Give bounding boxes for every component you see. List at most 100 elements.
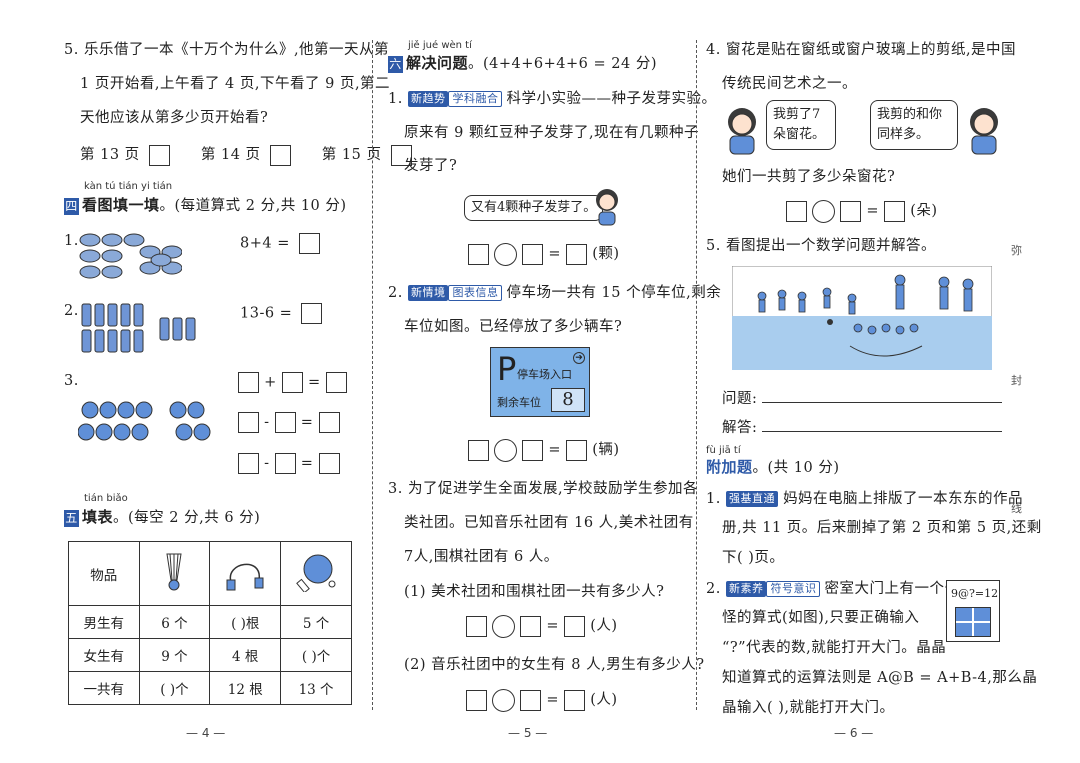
left-speech-bubble: 我剪了7朵窗花。 bbox=[766, 100, 836, 150]
extra-header: 附加题。(共 10 分) bbox=[706, 456, 840, 477]
operator-circle[interactable] bbox=[812, 199, 836, 223]
answer-box[interactable] bbox=[468, 243, 489, 265]
answer-box[interactable] bbox=[520, 615, 542, 637]
answer-box[interactable] bbox=[238, 453, 259, 474]
unit-label: (辆) bbox=[592, 442, 620, 458]
equals-sign: = bbox=[300, 414, 314, 431]
sec5-title: 填表 bbox=[82, 508, 114, 526]
jumprope-cell bbox=[209, 541, 282, 606]
answer-box[interactable] bbox=[281, 372, 303, 393]
q5-line2: 1 页开始看,上午看了 4 页,下午看了 9 页,第二 bbox=[80, 76, 391, 92]
page-4-column: 5. 乐乐借了一本《十万个为什么》,他第一天从第 1 页开始看,上午看了 4 页… bbox=[0, 0, 412, 763]
sec4-pinyin: kàn tú tián yi tián bbox=[84, 181, 173, 192]
operator-circle[interactable] bbox=[494, 242, 518, 266]
answer-box[interactable] bbox=[148, 144, 170, 166]
bread-illustration bbox=[79, 233, 182, 279]
subject-badge: 学科融合 bbox=[448, 91, 503, 107]
page-number-5: — 5 — bbox=[508, 726, 548, 740]
answer-box[interactable] bbox=[318, 412, 340, 433]
pingpong-cell bbox=[280, 541, 352, 606]
answer-box[interactable] bbox=[269, 144, 291, 166]
jump-rope-icon bbox=[226, 563, 264, 590]
answer-box[interactable] bbox=[884, 200, 906, 222]
column-divider bbox=[372, 40, 373, 710]
bottle-illustration bbox=[81, 303, 196, 353]
answer-box[interactable] bbox=[274, 453, 296, 474]
shuttlecock-icon bbox=[166, 553, 183, 590]
answer-box[interactable] bbox=[274, 412, 296, 433]
q1-expression: 8+4 = bbox=[240, 235, 290, 252]
answer-box[interactable] bbox=[522, 439, 544, 461]
answer-box[interactable] bbox=[390, 144, 412, 166]
sec4-q3-eq2: - = bbox=[238, 412, 340, 433]
answer-box[interactable] bbox=[564, 689, 586, 711]
e2-line5[interactable]: 晶输入( ),就能打开大门。 bbox=[722, 700, 895, 716]
answer-box[interactable] bbox=[468, 439, 489, 461]
arrow-right-icon: ➔ bbox=[573, 352, 585, 364]
answer-box[interactable] bbox=[564, 615, 586, 637]
foundation-badge: 强基直通 bbox=[725, 491, 778, 507]
answer-line[interactable] bbox=[762, 431, 1002, 432]
answer-box[interactable] bbox=[566, 243, 588, 265]
sec6-pinyin: jiě jué wèn tí bbox=[408, 40, 472, 51]
answer-box[interactable] bbox=[238, 372, 259, 393]
page-6-column: 4. 窗花是贴在窗纸或窗户玻璃上的剪纸,是中国 传统民间艺术之一。 我剪了7朵窗… bbox=[700, 0, 1041, 763]
sec4-note: 。(每道算式 2 分,共 10 分) bbox=[159, 198, 347, 214]
sec4-title: 看图填一填 bbox=[82, 196, 160, 214]
extra-pinyin: fù jiā tí bbox=[706, 445, 741, 456]
q2-line2: 车位如图。已经停放了多少辆车? bbox=[404, 319, 623, 335]
q5-line1: 5. 乐乐借了一本《十万个为什么》,他第一天从第 bbox=[64, 42, 390, 58]
operator-circle[interactable] bbox=[492, 614, 516, 638]
question-answer-line[interactable] bbox=[762, 402, 1002, 403]
symbol-badge: 符号意识 bbox=[766, 581, 821, 597]
right-speech-bubble: 我剪的和你同样多。 bbox=[870, 100, 958, 150]
table-cell[interactable]: ( )个 bbox=[280, 638, 352, 672]
table-cell: 一共有 bbox=[68, 671, 140, 705]
e2-line2: 怪的算式(如图),只要正确输入 bbox=[722, 610, 920, 626]
sec6-title: 解决问题 bbox=[406, 54, 469, 72]
answer-box[interactable] bbox=[522, 243, 544, 265]
answer-box[interactable] bbox=[466, 615, 487, 637]
q1-line2: 原来有 9 颗红豆种子发芽了,现在有几颗种子 bbox=[404, 125, 700, 141]
unit-label: (人) bbox=[590, 692, 618, 708]
q2-text: 停车场一共有 15 个停车位,剩余 bbox=[506, 285, 722, 301]
seal-mark: 封 bbox=[1011, 374, 1022, 387]
shuttlecock-cell bbox=[138, 541, 211, 606]
operator-circle[interactable] bbox=[492, 688, 516, 712]
literacy-badge: 新素养 bbox=[725, 581, 767, 597]
table-row: 女生有 9 个 4 根 ( )个 bbox=[68, 638, 352, 672]
answer-box[interactable] bbox=[301, 303, 323, 324]
answer-box[interactable] bbox=[238, 412, 259, 433]
girl-right-avatar bbox=[970, 108, 998, 155]
answer-box[interactable] bbox=[520, 689, 542, 711]
answer-box[interactable] bbox=[318, 453, 340, 474]
q3-sub1: (1) 美术社团和围棋社团一共有多少人? bbox=[404, 584, 665, 600]
table-cell[interactable]: ( )个 bbox=[138, 671, 211, 705]
e2-label: 2. bbox=[706, 581, 721, 597]
e1-line2: 册,共 11 页。后来删掉了第 2 页和第 5 页,还剩 bbox=[722, 520, 1042, 536]
seal-mark: 线 bbox=[1011, 502, 1022, 515]
table-row: 物品 bbox=[68, 541, 352, 606]
e1-line3[interactable]: 下( )页。 bbox=[722, 550, 785, 566]
answer-box[interactable] bbox=[298, 233, 320, 254]
column-divider bbox=[696, 40, 697, 710]
q4-line2: 传统民间艺术之一。 bbox=[722, 76, 857, 92]
q4-question: 她们一共剪了多少朵窗花? bbox=[722, 169, 896, 185]
sec5-number: 五 bbox=[64, 509, 79, 527]
q3-line1: 3. 为了促进学生全面发展,学校鼓励学生参加各 bbox=[388, 481, 699, 497]
q1-equation: = (颗) bbox=[468, 242, 620, 266]
q1-line1: 1. 新趋势学科融合科学小实验——种子发芽实验。 bbox=[388, 87, 716, 108]
answer-box[interactable] bbox=[840, 200, 862, 222]
table-cell: 6 个 bbox=[138, 605, 211, 639]
answer-box[interactable] bbox=[466, 689, 487, 711]
operator-circle[interactable] bbox=[494, 438, 518, 462]
sec6-header: 六解决问题。(4+4+6+4+6 = 24 分) bbox=[388, 52, 657, 73]
sec4-q2-equation: 13-6 = bbox=[240, 303, 323, 324]
answer-box[interactable] bbox=[786, 200, 807, 222]
parking-entry-label: 停车场入口 bbox=[517, 368, 572, 381]
answer-box[interactable] bbox=[325, 372, 347, 393]
parking-p-letter: P bbox=[497, 350, 517, 388]
door-window bbox=[955, 607, 991, 637]
table-cell[interactable]: ( )根 bbox=[209, 605, 282, 639]
answer-box[interactable] bbox=[566, 439, 588, 461]
